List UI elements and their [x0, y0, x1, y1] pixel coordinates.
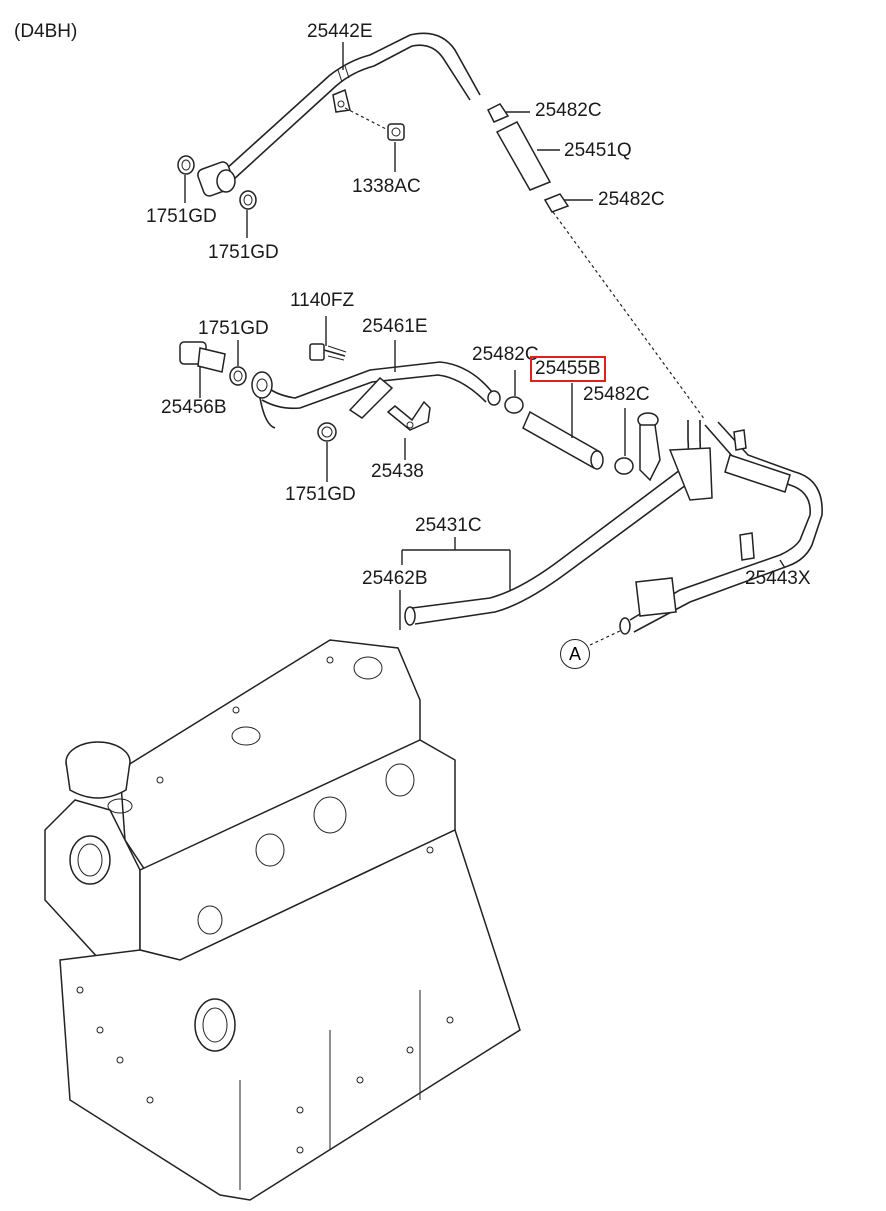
part-label-25482c-c[interactable]: 25482C	[472, 344, 539, 365]
pipe-25461e	[251, 361, 501, 429]
part-label-1751gd-a[interactable]: 1751GD	[146, 206, 217, 227]
engine-code-label: (D4BH)	[14, 21, 78, 42]
part-label-25482c-a[interactable]: 25482C	[535, 100, 602, 121]
fitting-25456b	[179, 341, 226, 398]
pipe-25442e	[197, 32, 481, 197]
seal-1751gd-a	[177, 155, 195, 203]
part-label-25482c-d[interactable]: 25482C	[583, 384, 650, 405]
callout-a[interactable]: A	[560, 639, 590, 669]
clamp-25482c-c	[504, 370, 524, 414]
part-label-25455b-highlighted[interactable]: 25455B	[530, 356, 606, 382]
seal-1751gd-c	[229, 340, 247, 386]
part-label-25482c-b[interactable]: 25482C	[598, 189, 665, 210]
bracket-25438	[386, 400, 431, 460]
part-label-25461e[interactable]: 25461E	[362, 316, 428, 337]
part-label-25456b[interactable]: 25456B	[161, 397, 227, 418]
bolt-1140fz	[309, 316, 347, 361]
part-label-1140fz[interactable]: 1140FZ	[290, 290, 355, 311]
part-label-25443x[interactable]: 25443X	[745, 568, 811, 589]
part-label-25438[interactable]: 25438	[371, 461, 424, 482]
part-label-1751gd-d[interactable]: 1751GD	[285, 484, 356, 505]
pipe-25443x	[589, 421, 823, 646]
part-label-25431c[interactable]: 25431C	[415, 515, 482, 536]
seal-1751gd-b	[239, 190, 257, 238]
part-label-1751gd-b[interactable]: 1751GD	[208, 242, 279, 263]
part-label-25451q[interactable]: 25451Q	[564, 140, 632, 161]
pipe-25431c	[404, 412, 713, 626]
part-label-1751gd-c[interactable]: 1751GD	[198, 318, 269, 339]
part-label-1338ac[interactable]: 1338AC	[352, 176, 421, 197]
engine-block	[44, 639, 521, 1201]
hose-25451q	[486, 103, 706, 421]
seal-1751gd-d	[317, 422, 337, 482]
hose-25455b	[522, 383, 604, 470]
part-label-25442e[interactable]: 25442E	[307, 21, 373, 42]
leader-25431c	[399, 537, 511, 630]
part-label-25462b[interactable]: 25462B	[362, 568, 428, 589]
nut-1338ac	[344, 107, 405, 172]
clamp-25482c-d	[614, 408, 634, 475]
